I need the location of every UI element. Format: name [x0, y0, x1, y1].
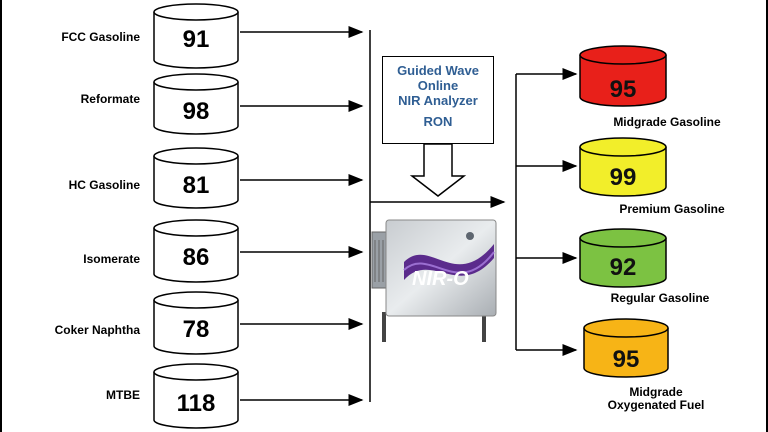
output-value-midgrade: 95 — [609, 76, 637, 103]
output-value-oxygenated: 95 — [612, 346, 640, 373]
right-border — [766, 0, 768, 432]
input-cylinder-mtbe — [153, 363, 239, 429]
input-cylinder-isomerate — [153, 219, 239, 283]
output-cylinder-oxygenated — [583, 318, 669, 378]
input-label-coker-naphtha: Coker Naphtha — [54, 323, 140, 337]
input-cylinder-reformate — [153, 73, 239, 135]
input-label-mtbe: MTBE — [106, 388, 140, 402]
analyzer-line-1: Guided Wave — [397, 63, 479, 78]
input-cylinder-coker-naphtha — [153, 291, 239, 355]
nir-analyzer-device-icon — [371, 219, 497, 342]
left-border — [0, 0, 2, 432]
input-label-fcc-gasoline: FCC Gasoline — [61, 30, 140, 44]
output-label-regular: Regular Gasoline — [580, 292, 740, 305]
device-label: NIR-O — [412, 268, 469, 290]
output-label-oxygenated-line2: Oxygenated Fuel — [607, 398, 705, 412]
input-value-fcc-gasoline: 91 — [182, 26, 210, 53]
input-label-reformate: Reformate — [80, 92, 140, 106]
output-value-regular: 92 — [609, 254, 637, 281]
input-cylinder-fcc-gasoline — [153, 3, 239, 69]
down-arrow-icon — [409, 143, 467, 197]
input-value-reformate: 98 — [182, 98, 210, 125]
output-label-oxygenated: Midgrade Oxygenated Fuel — [576, 386, 736, 412]
input-label-hc-gasoline: HC Gasoline — [68, 178, 140, 192]
output-label-regular-line1: Regular Gasoline — [610, 291, 710, 305]
output-cylinder-midgrade — [579, 45, 667, 107]
output-label-oxygenated-line1: Midgrade — [629, 385, 683, 399]
analyzer-line-4: RON — [423, 114, 453, 129]
output-cylinder-regular — [579, 228, 667, 288]
input-value-isomerate: 86 — [182, 244, 210, 271]
output-label-midgrade: Midgrade Gasoline — [587, 116, 747, 129]
input-cylinder-hc-gasoline — [153, 147, 239, 209]
output-label-midgrade-line1: Midgrade Gasoline — [613, 115, 721, 129]
output-label-premium-line1: Premium Gasoline — [619, 202, 725, 216]
output-value-premium: 99 — [609, 164, 637, 191]
input-value-hc-gasoline: 81 — [182, 172, 210, 199]
input-label-isomerate: Isomerate — [83, 252, 140, 266]
analyzer-line-2: Online — [417, 78, 459, 93]
input-value-mtbe: 118 — [176, 390, 216, 417]
analyzer-label-box: Guided Wave Online NIR Analyzer RON — [382, 56, 494, 144]
output-cylinder-premium — [579, 137, 667, 197]
analyzer-line-3: NIR Analyzer — [398, 93, 478, 108]
output-label-premium: Premium Gasoline — [592, 203, 752, 216]
input-value-coker-naphtha: 78 — [182, 316, 210, 343]
